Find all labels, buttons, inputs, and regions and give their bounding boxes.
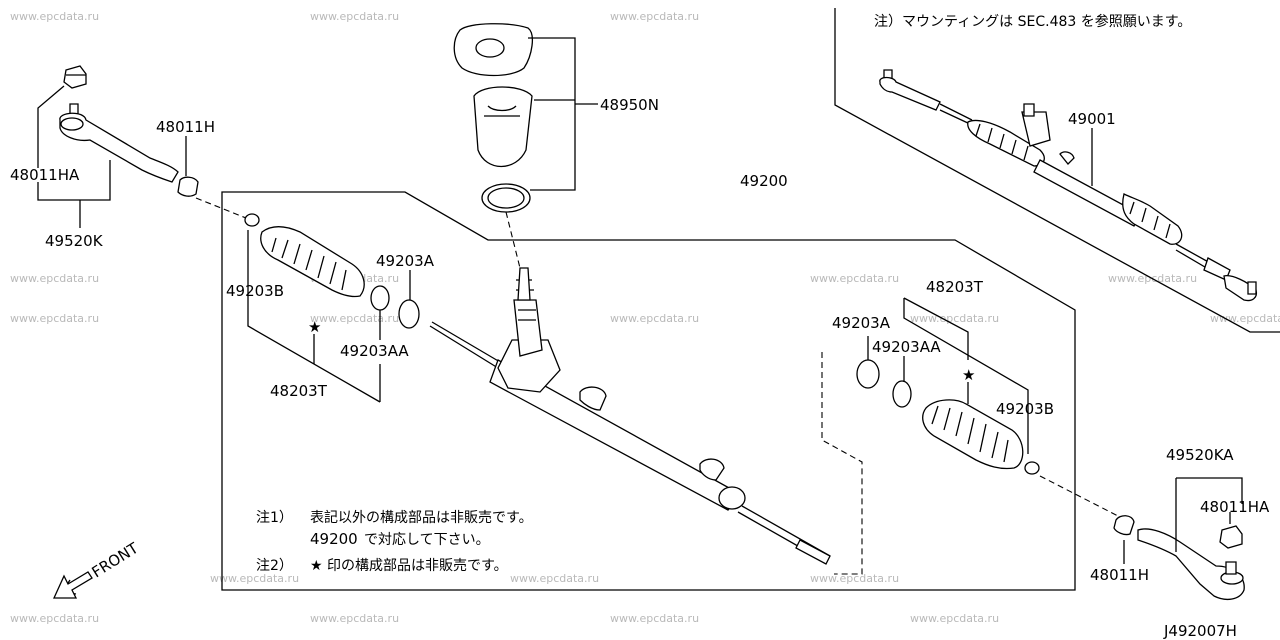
front-arrow-icon [52, 571, 93, 599]
dash-line [195, 197, 247, 219]
star-right: ★ [962, 366, 975, 384]
label-49520K: 49520K [45, 232, 104, 250]
leader-49203B-left [247, 230, 381, 403]
label-48011HA-left: 48011HA [10, 166, 80, 184]
clamp-49203A-right [892, 380, 912, 408]
note1-prefix: 注1） [256, 510, 293, 526]
label-49203AA-right: 49203AA [872, 338, 941, 356]
watermark: www.epcdata.ru [910, 612, 999, 625]
bracket-48950N [528, 37, 576, 191]
watermark: www.epcdata.ru [210, 572, 299, 585]
watermark: www.epcdata.ru [310, 10, 399, 23]
tie-rod-end-left [59, 65, 179, 183]
ring-49203AA-left [398, 299, 420, 329]
watermark: www.epcdata.ru [910, 312, 999, 325]
dash-line [1039, 475, 1119, 517]
watermark: www.epcdata.ru [310, 312, 399, 325]
ring-49203AA-right [856, 359, 880, 389]
watermark-layer: www.epcdata.ru www.epcdata.ru www.epcdat… [10, 10, 1280, 625]
watermark: www.epcdata.ru [10, 612, 99, 625]
star-left: ★ [308, 318, 321, 336]
lock-nut-right [1113, 515, 1135, 536]
watermark: www.epcdata.ru [10, 10, 99, 23]
note-mounting: 注）マウンティングは SEC.483 を参照願います。 [874, 13, 1191, 30]
inset-frame-49001 [834, 8, 1280, 333]
label-48203T-right: 48203T [926, 278, 984, 296]
watermark: www.epcdata.ru [610, 10, 699, 23]
diagram-code: J492007H [1163, 622, 1237, 640]
watermark: www.epcdata.ru [610, 312, 699, 325]
clamp-49203B-right [1024, 461, 1040, 475]
watermark: www.epcdata.ru [10, 272, 99, 285]
label-48950N: 48950N [600, 96, 659, 114]
label-48011H-left: 48011H [156, 118, 215, 136]
clamp-49203A-left [370, 285, 390, 311]
lock-nut-left [177, 176, 199, 197]
watermark: www.epcdata.ru [1210, 312, 1280, 325]
label-49520KA: 49520KA [1166, 446, 1234, 464]
watermark: www.epcdata.ru [810, 272, 899, 285]
note2-prefix: 注2） [256, 558, 293, 574]
front-label: FRONT [89, 539, 143, 582]
note1-part-number: 49200 [310, 530, 358, 548]
label-49001: 49001 [1068, 110, 1116, 128]
watermark: www.epcdata.ru [510, 572, 599, 585]
leader-48011HA-left [37, 85, 65, 168]
note1-line1: 表記以外の構成部品は非販売です。 [310, 509, 533, 526]
label-49203A-right: 49203A [832, 314, 891, 332]
label-49200: 49200 [740, 172, 788, 190]
leader-49520KA [1175, 477, 1243, 552]
clamp-49203B-left [244, 213, 260, 227]
label-49203B-right: 49203B [996, 400, 1054, 418]
note2-text: ★ 印の構成部品は非販売です。 [310, 558, 508, 574]
boot-right-folds [931, 405, 1009, 463]
boot-left-folds [271, 237, 347, 291]
watermark: www.epcdata.ru [610, 612, 699, 625]
watermark: www.epcdata.ru [310, 612, 399, 625]
note1-line2: で対応して下さい。 [364, 532, 490, 548]
label-49203B-left: 49203B [226, 282, 284, 300]
label-49203AA-left: 49203AA [340, 342, 409, 360]
assembly-frame-49200 [221, 191, 1076, 591]
leader-48203T-right [903, 298, 1029, 454]
label-49203A-left: 49203A [376, 252, 435, 270]
label-48011H-right: 48011H [1090, 566, 1149, 584]
label-48011HA-right: 48011HA [1200, 498, 1270, 516]
steering-rack-49200 [429, 267, 831, 565]
tie-rod-end-right [1137, 525, 1245, 601]
leader-49520K [37, 160, 111, 201]
watermark: www.epcdata.ru [10, 312, 99, 325]
watermark: www.epcdata.ru [810, 572, 899, 585]
dash-line [821, 352, 863, 575]
steering-gear-49001 [879, 69, 1258, 302]
label-48203T-left: 48203T [270, 382, 328, 400]
boot-48950N [453, 23, 534, 213]
leader-48203T-right-b [903, 297, 969, 360]
